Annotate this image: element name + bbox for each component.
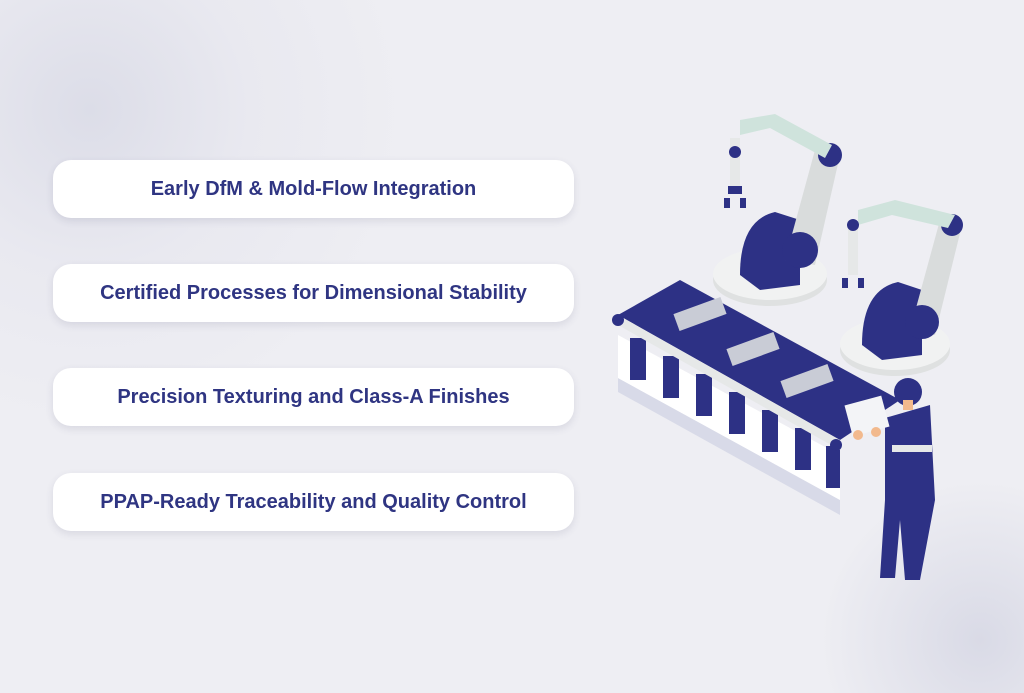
feature-label: Certified Processes for Dimensional Stab… (100, 281, 527, 304)
conveyor-belt-icon (612, 280, 900, 515)
feature-pill-dfm: Early DfM & Mold-Flow Integration (53, 160, 574, 218)
robot-arm-icon (713, 114, 842, 306)
feature-pill-ppap: PPAP-Ready Traceability and Quality Cont… (53, 473, 574, 531)
feature-pill-texturing: Precision Texturing and Class-A Finishes (53, 368, 574, 426)
worker-icon (844, 378, 935, 580)
feature-label: PPAP-Ready Traceability and Quality Cont… (100, 490, 527, 513)
feature-pill-certified: Certified Processes for Dimensional Stab… (53, 264, 574, 322)
feature-label: Early DfM & Mold-Flow Integration (150, 177, 477, 200)
robot-arm-icon (840, 200, 963, 376)
feature-label: Precision Texturing and Class-A Finishes (117, 385, 510, 408)
factory-illustration (612, 114, 963, 580)
